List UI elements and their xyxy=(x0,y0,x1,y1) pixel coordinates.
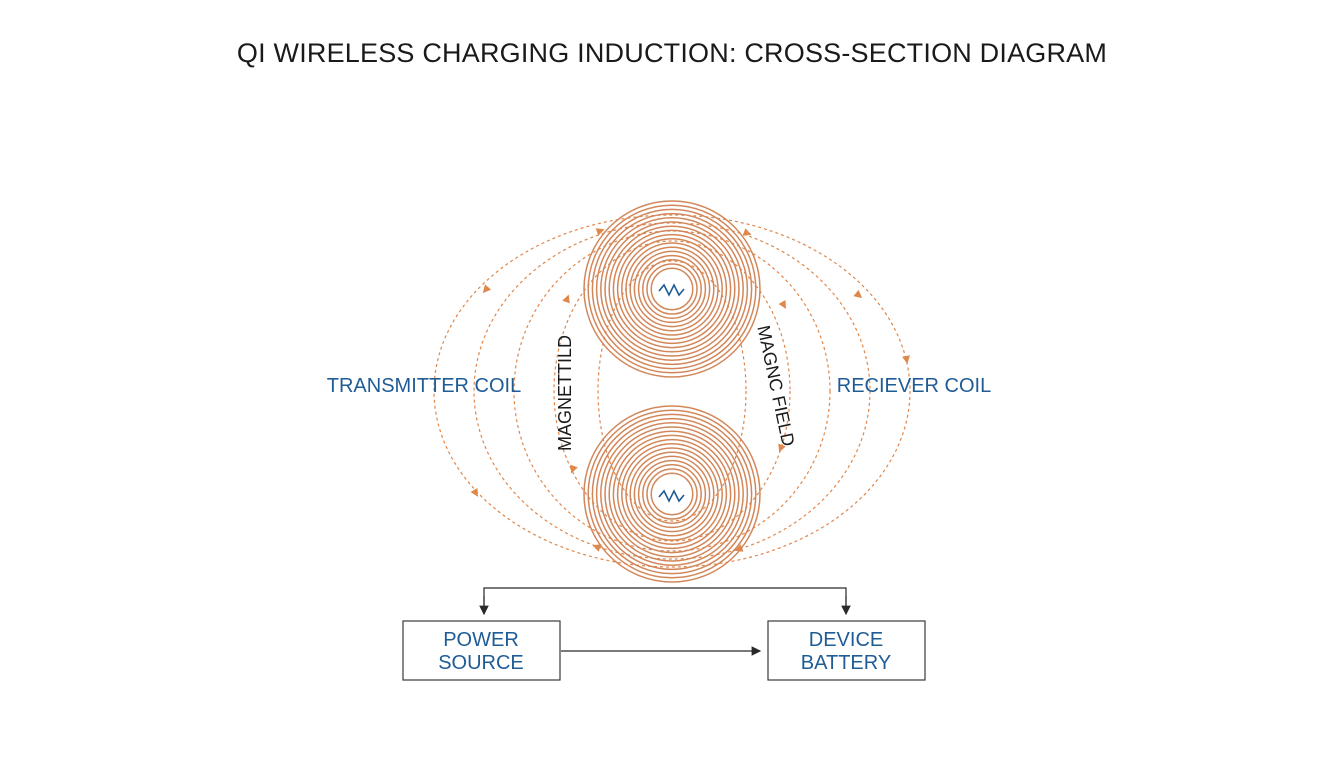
coil-turn xyxy=(583,405,761,583)
coil-turn xyxy=(608,225,736,353)
coil-turn xyxy=(637,254,707,324)
field-arrow xyxy=(734,544,744,552)
coil-turn xyxy=(621,443,723,545)
field-arrow xyxy=(778,443,786,453)
coil-turn xyxy=(612,229,732,349)
ac-wave-icon xyxy=(657,486,687,504)
coil-turn xyxy=(587,204,757,374)
coil-turn xyxy=(650,472,694,516)
field-line xyxy=(513,230,831,552)
coil-turn xyxy=(587,409,757,579)
power-source-box: POWER SOURCE xyxy=(402,620,561,681)
field-arrow xyxy=(853,289,863,299)
field-arrow xyxy=(562,294,570,304)
coil-turn xyxy=(583,200,761,378)
power-source-label-line1: POWER xyxy=(443,629,519,651)
field-arrow xyxy=(742,228,752,236)
coil-turn xyxy=(621,238,723,340)
coil-turn xyxy=(591,208,753,370)
coil-turn xyxy=(646,468,698,520)
receiver-coil-label: RECIEVER COIL xyxy=(837,375,991,397)
field-line xyxy=(473,222,871,560)
coil-turn xyxy=(591,413,753,575)
device-battery-label-line2: BATTERY xyxy=(801,652,891,674)
field-arrow xyxy=(595,228,605,236)
field-arrow xyxy=(470,488,478,497)
coil-turn xyxy=(616,233,728,345)
coil-turn xyxy=(595,417,749,571)
power-source-label-line2: SOURCE xyxy=(438,652,524,674)
page-title: QI WIRELESS CHARGING INDUCTION: CROSS-SE… xyxy=(236,38,1108,68)
coil-turn xyxy=(642,259,702,319)
coil-turn xyxy=(612,434,732,554)
magnetic-field-label-left: MAGNETTILD xyxy=(555,335,575,451)
transmitter-coil xyxy=(583,200,761,378)
magnetic-field-label-right: MAGNC FIELD xyxy=(753,324,798,448)
coil-turn xyxy=(604,426,740,562)
field-arrow xyxy=(482,284,492,294)
field-arrow xyxy=(570,464,578,474)
coil-turn xyxy=(600,217,744,361)
coil-turn xyxy=(646,263,698,315)
field-line xyxy=(553,240,791,542)
coil-turn xyxy=(625,447,719,541)
transmitter-coil-label: TRANSMITTER COIL xyxy=(327,375,521,397)
coil-turn xyxy=(616,438,728,550)
ac-wave-icon xyxy=(657,281,687,299)
field-arrow xyxy=(592,544,602,552)
coil-turn xyxy=(633,455,711,533)
device-battery-box: DEVICE BATTERY xyxy=(767,620,926,681)
coil-turn xyxy=(629,451,715,537)
field-arrow xyxy=(902,355,910,364)
coil-turn xyxy=(629,246,715,332)
field-line xyxy=(433,214,911,568)
coil-turn xyxy=(642,464,702,524)
coil-turn xyxy=(650,267,694,311)
device-battery-label-line1: DEVICE xyxy=(809,629,883,651)
coil-turn xyxy=(633,250,711,328)
coil-turn xyxy=(625,242,719,336)
coil-turn xyxy=(604,221,740,357)
coil-turn xyxy=(608,430,736,558)
coil-turn xyxy=(595,212,749,366)
receiver-coil xyxy=(583,405,761,583)
magnetic-field-lines xyxy=(433,214,911,568)
coil-turn xyxy=(600,422,744,566)
field-arrow xyxy=(778,300,786,309)
coil-turn xyxy=(637,459,707,529)
connector-lines xyxy=(479,587,851,656)
field-line xyxy=(597,260,747,522)
